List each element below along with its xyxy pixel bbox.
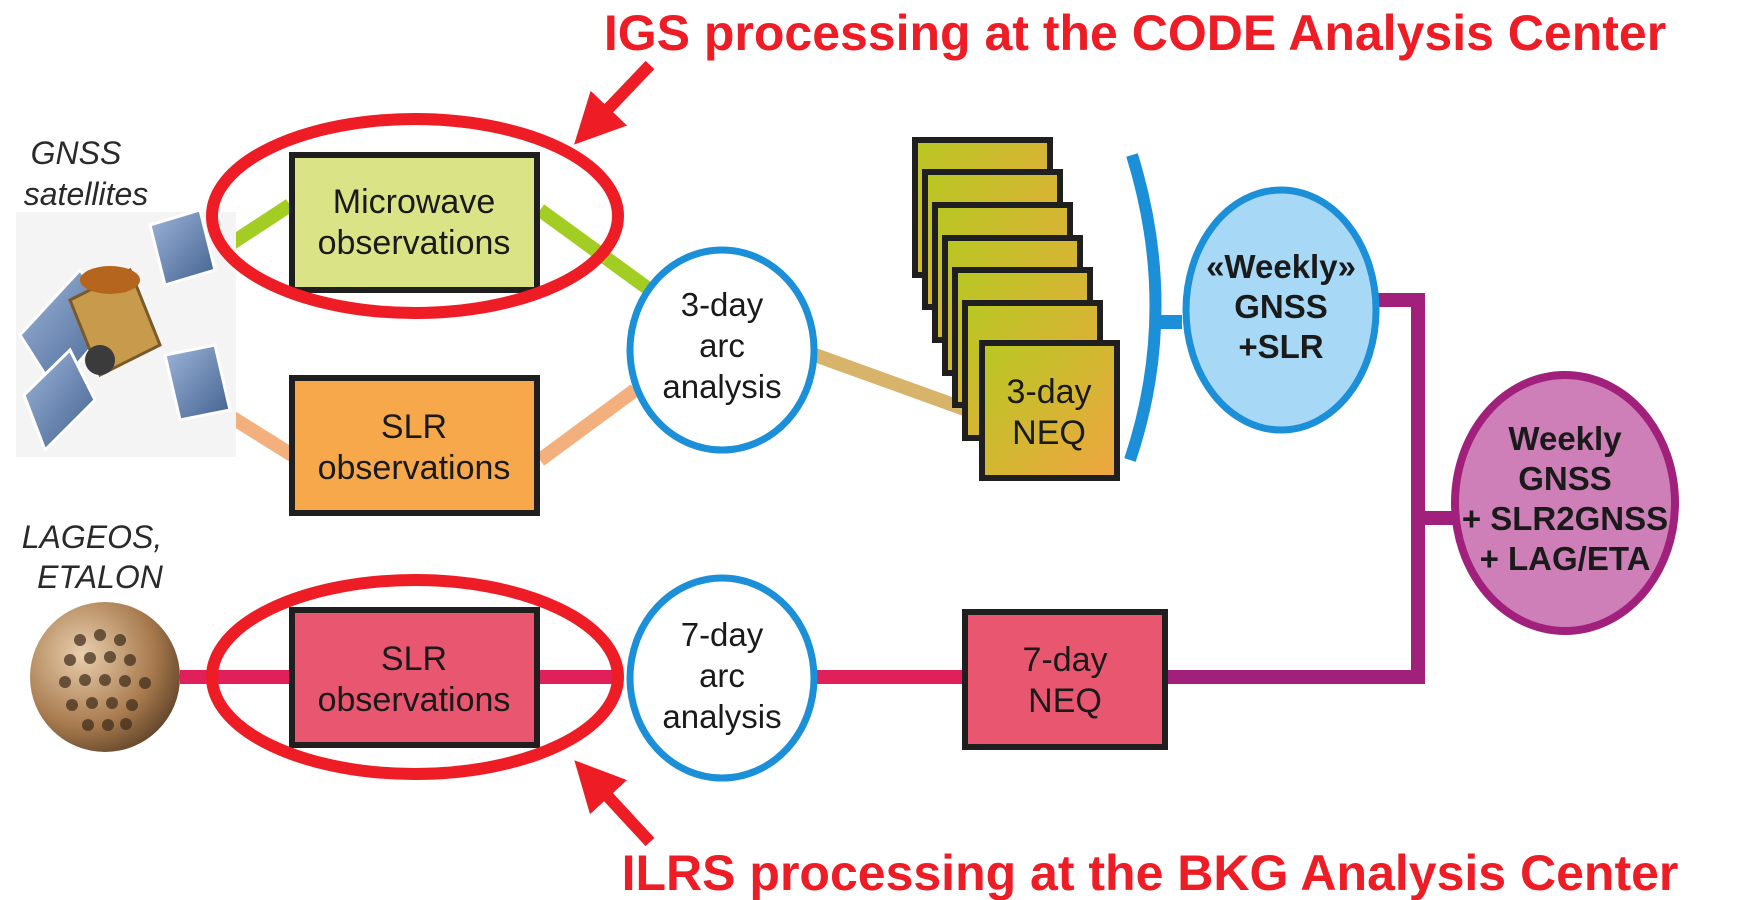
microwave-box-line2: observations <box>318 224 511 262</box>
weekly-gnss-slr-line1: «Weekly» <box>1206 248 1356 285</box>
neq7-line1: 7-day <box>1022 641 1107 679</box>
weekly-combined-line3: + SLR2GNSS <box>1462 500 1668 537</box>
microwave-box-line1: Microwave <box>333 183 495 221</box>
weekly-combined-line4: + LAG/ETA <box>1480 540 1651 577</box>
highlight-ellipse-igs <box>206 113 624 319</box>
lageos-satellite-image <box>30 602 180 752</box>
weekly-gnss-slr-line2: GNSS <box>1234 288 1328 325</box>
arc7-analysis-circle: 7-day arc analysis <box>626 574 818 782</box>
arc7-line3: analysis <box>662 698 781 735</box>
neq3-bracket <box>1124 153 1162 462</box>
arc3-line1: 3-day <box>681 286 764 323</box>
arrow-igs <box>574 60 655 145</box>
gnss-label-line1: GNSS <box>31 135 122 171</box>
line-microwave-to-arc3 <box>535 204 655 296</box>
arc7-line2: arc <box>699 657 745 694</box>
weekly-combined-circle: Weekly GNSS + SLR2GNSS + LAG/ETA <box>1451 371 1679 635</box>
line-neq7-to-combine <box>1168 293 1425 684</box>
weekly-combined-line1: Weekly <box>1508 420 1622 457</box>
slr-lageos-box-line2: observations <box>318 681 511 719</box>
lageos-label-line2: ETALON <box>37 559 164 595</box>
line-slr-to-arc3 <box>535 384 640 466</box>
slr-gnss-box-line2: observations <box>318 449 511 487</box>
weekly-gnss-slr-circle: «Weekly» GNSS +SLR <box>1182 186 1380 434</box>
microwave-observations-box: Microwave observations <box>289 152 540 293</box>
arrow-ilrs <box>574 760 655 847</box>
arc3-line3: analysis <box>662 368 781 405</box>
neq3-stack: 3-day NEQ <box>912 137 1120 481</box>
neq3-line1: 3-day <box>1006 373 1091 411</box>
slr-observations-gnss-box: SLR observations <box>289 375 540 516</box>
neq3-front-card <box>979 340 1120 481</box>
gnss-label-line2: satellites <box>24 176 149 212</box>
weekly-combined-line2: GNSS <box>1518 460 1612 497</box>
arc3-analysis-circle: 3-day arc analysis <box>626 246 818 454</box>
header-top: IGS processing at the CODE Analysis Cent… <box>604 5 1666 61</box>
neq3-line2: NEQ <box>1012 414 1086 452</box>
slr-lageos-box-line1: SLR <box>381 640 447 678</box>
slr-observations-lageos-box: SLR observations <box>289 607 540 748</box>
neq7-box: 7-day NEQ <box>962 609 1168 750</box>
slr-gnss-box-line1: SLR <box>381 408 447 446</box>
arc3-line2: arc <box>699 327 745 364</box>
arc7-line1: 7-day <box>681 616 764 653</box>
weekly-gnss-slr-line3: +SLR <box>1238 328 1323 365</box>
header-bottom: ILRS processing at the BKG Analysis Cent… <box>622 845 1679 900</box>
highlight-ellipse-ilrs <box>206 574 624 780</box>
neq7-line2: NEQ <box>1028 682 1102 720</box>
gnss-satellite-image <box>16 208 236 457</box>
lageos-label-line1: LAGEOS, <box>22 519 163 555</box>
